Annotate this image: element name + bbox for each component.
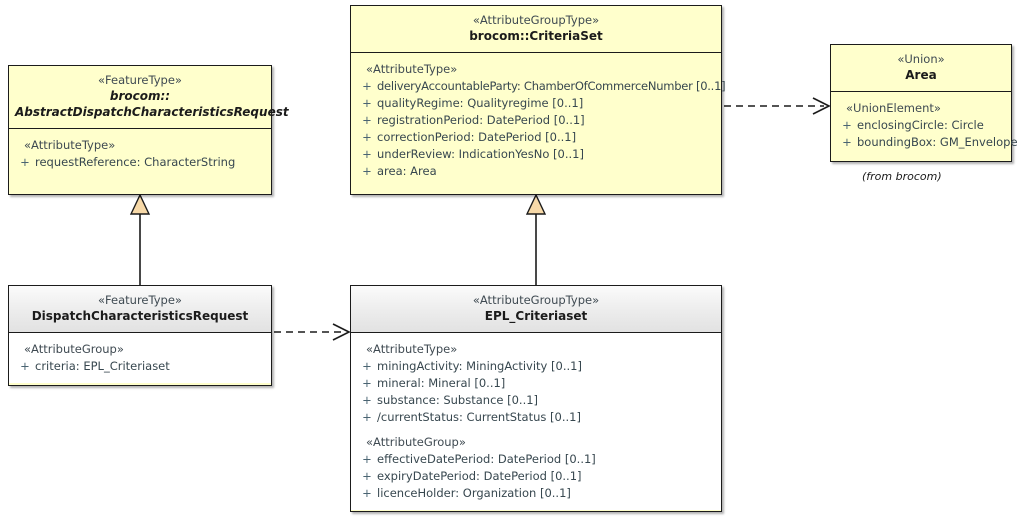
- attribute-row[interactable]: + boundingBox: GM_Envelope: [837, 134, 1017, 151]
- attribute-visibility: +: [362, 147, 372, 161]
- attribute-signature: qualityRegime: Qualityregime [0..1]: [377, 96, 584, 110]
- class-body-area-union: «UnionElement» + enclosingCircle: Circle + b…: [831, 92, 1018, 159]
- attribute-visibility: +: [362, 164, 372, 178]
- dependency-criteriaset-to-area: [724, 97, 831, 115]
- attribute-signature: effectiveDatePeriod: DatePeriod [0..1]: [377, 452, 596, 466]
- attribute-row[interactable]: + deliveryAccountableParty: ChamberOfComm…: [357, 78, 725, 95]
- attribute-visibility: +: [362, 376, 372, 390]
- uml-class-epl-criteriaset[interactable]: «AttributeGroupType»EPL_Criteriaset«Attr…: [350, 285, 722, 512]
- attribute-signature: criteria: EPL_Criteriaset: [35, 359, 170, 373]
- attribute-signature: mineral: Mineral [0..1]: [377, 376, 506, 390]
- class-name: DispatchCharacteristicsRequest: [31, 309, 249, 323]
- class-body-brocom-criteriaset: «AttributeType» + deliveryAccountableParty…: [351, 53, 726, 188]
- attribute-visibility: +: [20, 155, 30, 169]
- attribute-row[interactable]: + correctionPeriod: DatePeriod [0..1]: [357, 129, 717, 146]
- attribute-signature: miningActivity: MiningActivity [0..1]: [377, 359, 582, 373]
- attribute-signature: licenceHolder: Organization [0..1]: [377, 486, 571, 500]
- uml-class-area-union[interactable]: «Union» Area «UnionElement» + enclosingCircl…: [830, 44, 1018, 162]
- attribute-row[interactable]: + substance: Substance [0..1]: [357, 392, 717, 409]
- attribute-visibility: +: [362, 79, 372, 93]
- attribute-row[interactable]: + licenceHolder: Organization [0..1]: [357, 485, 717, 502]
- attribute-group-label: «AttributeType»: [24, 138, 116, 152]
- generalization-epl-to-criteriaset: [525, 193, 547, 285]
- class-body-epl-criteriaset: «AttributeType» + miningActivity: MiningAc…: [351, 333, 721, 510]
- attribute-row[interactable]: + requestReference: CharacterString: [15, 154, 267, 171]
- class-stereotype: «Union»: [897, 52, 945, 66]
- attribute-row[interactable]: + qualityRegime: Qualityregime [0..1]: [357, 95, 717, 112]
- attribute-group-label: «AttributeGroup»: [366, 435, 466, 449]
- generalization-dispatch-to-abstract: [129, 193, 151, 285]
- attribute-group-label: «AttributeGroup»: [24, 342, 124, 356]
- attribute-visibility: +: [362, 469, 372, 483]
- attribute-visibility: +: [362, 130, 372, 144]
- attribute-signature: underReview: IndicationYesNo [0..1]: [377, 147, 584, 161]
- attribute-row[interactable]: + criteria: EPL_Criteriaset: [15, 358, 267, 375]
- attribute-signature: requestReference: CharacterString: [35, 155, 236, 169]
- attribute-visibility: +: [20, 359, 30, 373]
- class-stereotype: «FeatureType»: [98, 73, 182, 87]
- attribute-row[interactable]: + area: Area: [357, 163, 717, 180]
- attribute-visibility: +: [842, 118, 852, 132]
- attribute-signature: correctionPeriod: DatePeriod [0..1]: [377, 130, 577, 144]
- attribute-visibility: +: [362, 359, 372, 373]
- attribute-group-label: «UnionElement»: [846, 101, 941, 115]
- class-body-dispatch-characteristics-request: «AttributeGroup» + criteria: EPL_Criterias…: [9, 333, 271, 383]
- attribute-signature: /currentStatus: CurrentStatus [0..1]: [377, 410, 581, 424]
- class-name: EPL_Criteriaset: [484, 309, 588, 323]
- class-header-epl-criteriaset: «AttributeGroupType» EPL_Criteriaset: [351, 286, 721, 333]
- class-stereotype: «FeatureType»: [98, 293, 182, 307]
- attribute-row[interactable]: + mineral: Mineral [0..1]: [357, 375, 717, 392]
- attribute-visibility: +: [362, 393, 372, 407]
- attribute-row[interactable]: + registrationPeriod: DatePeriod [0..1]: [357, 112, 717, 129]
- attribute-signature: enclosingCircle: Circle: [857, 118, 984, 132]
- attribute-row[interactable]: + underReview: IndicationYesNo [0..1]: [357, 146, 717, 163]
- uml-class-brocom-criteriaset[interactable]: «AttributeGroupType»brocom::CriteriaSet«…: [350, 5, 726, 195]
- attribute-signature: substance: Substance [0..1]: [377, 393, 539, 407]
- class-header-abstract-dispatch-characteristics-request: «FeatureType»brocom::AbstractDispatchCha…: [9, 66, 289, 129]
- class-name: Area: [905, 68, 937, 82]
- attribute-visibility: +: [362, 486, 372, 500]
- class-name: brocom::CriteriaSet: [469, 29, 603, 43]
- class-stereotype: «AttributeGroupType»: [472, 13, 600, 27]
- attribute-row[interactable]: + enclosingCircle: Circle: [837, 117, 1007, 134]
- attribute-signature: area: Area: [377, 164, 437, 178]
- attribute-row[interactable]: + miningActivity: MiningActivity [0..1]: [357, 358, 717, 375]
- attribute-visibility: +: [362, 410, 372, 424]
- attribute-signature: deliveryAccountableParty: ChamberOfComme…: [377, 79, 726, 93]
- attribute-group-label: «AttributeType»: [366, 342, 458, 356]
- uml-class-dispatch-characteristics-request[interactable]: «FeatureType» DispatchCharacteristicsRequ…: [8, 285, 272, 386]
- attribute-row[interactable]: + expiryDatePeriod: DatePeriod [0..1]: [357, 468, 717, 485]
- attribute-row[interactable]: + effectiveDatePeriod: DatePeriod [0..1]: [357, 451, 717, 468]
- class-stereotype: «AttributeGroupType»: [472, 293, 600, 307]
- attribute-signature: expiryDatePeriod: DatePeriod [0..1]: [377, 469, 582, 483]
- package-origin-note: (from brocom): [862, 170, 942, 183]
- class-header-brocom-criteriaset: «AttributeGroupType»brocom::CriteriaSet: [351, 6, 721, 53]
- attribute-signature: boundingBox: GM_Envelope: [857, 135, 1018, 149]
- attribute-signature: registrationPeriod: DatePeriod [0..1]: [377, 113, 585, 127]
- attribute-visibility: +: [362, 452, 372, 466]
- class-name: brocom::: [109, 89, 171, 103]
- dependency-dispatch-to-epl: [274, 323, 351, 341]
- class-header-area-union: «Union» Area: [831, 45, 1011, 92]
- attribute-visibility: +: [362, 96, 372, 110]
- attribute-visibility: +: [362, 113, 372, 127]
- class-body-abstract-dispatch-characteristics-request: «AttributeType» + requestReference: Charac…: [9, 129, 271, 179]
- class-header-dispatch-characteristics-request: «FeatureType» DispatchCharacteristicsRequ…: [9, 286, 271, 333]
- class-name: AbstractDispatchCharacteristicsRequest: [15, 105, 289, 119]
- attribute-row[interactable]: + /currentStatus: CurrentStatus [0..1]: [357, 409, 717, 426]
- attribute-visibility: +: [842, 135, 852, 149]
- attribute-group-label: «AttributeType»: [366, 62, 458, 76]
- uml-class-abstract-dispatch-characteristics-request[interactable]: «FeatureType»brocom::AbstractDispatchCha…: [8, 65, 289, 195]
